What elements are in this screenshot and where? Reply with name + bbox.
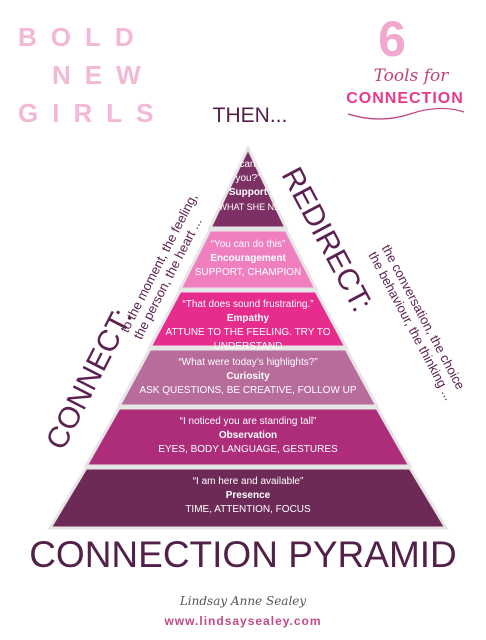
then-label: THEN... <box>212 104 288 127</box>
pyramid-tier-curiosity <box>116 347 380 408</box>
tools-number: 6 <box>378 11 406 67</box>
tier-empathy-text: “That does sound frustrating.” Empathy A… <box>138 298 358 354</box>
tier-empathy-title: Empathy <box>226 313 270 324</box>
pyramid-tier-presence <box>47 466 449 530</box>
tier-empathy-quote: “That does sound frustrating.” <box>182 299 314 310</box>
tier-presence-desc: TIME, ATTENTION, FOCUS <box>185 504 311 515</box>
brand-logo-text: BOLD NEW GIRLS <box>18 18 178 132</box>
tier-support-quote: “How can I help you?” <box>213 159 283 184</box>
tier-support-desc: ASK WHAT SHE NEEDS <box>198 202 299 212</box>
connection-word: CONNECTION <box>346 90 464 107</box>
pyramid-title: CONNECTION PYRAMID <box>29 534 457 575</box>
tier-observation-desc: EYES, BODY LANGUAGE, GESTURES <box>158 444 338 455</box>
tier-presence-text: “I am here and available” Presence TIME,… <box>98 475 398 517</box>
tier-curiosity-title: Curiosity <box>226 371 270 382</box>
tier-empathy-desc: ATTUNE TO THE FEELING. TRY TO UNDERSTAND <box>165 327 331 352</box>
pyramid-tier-encouragement <box>177 228 319 291</box>
brand-line-1: BOLD <box>18 22 148 52</box>
author-signature: Lindsay Anne Sealey <box>179 594 307 608</box>
tier-curiosity-desc: ASK QUESTIONS, BE CREATIVE, FOLLOW UP <box>139 385 357 396</box>
tier-observation-quote: “I noticed you are standing tall” <box>179 416 317 427</box>
brand-line-3: GIRLS <box>18 98 168 128</box>
tier-encouragement-desc: SUPPORT, CHAMPION <box>194 267 302 278</box>
tier-encouragement-text: “You can do this” Encouragement SUPPORT,… <box>168 238 328 280</box>
pyramid-tier-observation <box>83 406 413 468</box>
tier-presence-quote: “I am here and available” <box>192 476 304 487</box>
pyramid-tier-empathy <box>147 289 349 349</box>
tier-support-title: Support <box>228 187 268 198</box>
tier-curiosity-text: “What were today’s highlights?” Curiosit… <box>118 356 378 398</box>
tier-observation-title: Observation <box>218 430 278 441</box>
website-link[interactable]: www.lindsaysealey.com <box>164 614 322 628</box>
tier-encouragement-title: Encouragement <box>210 253 286 264</box>
tier-support-text: “How can I help you?” Support ASK WHAT S… <box>198 158 299 214</box>
tools-for-text: Tools for <box>373 66 449 86</box>
brand-line-2: NEW <box>52 60 155 90</box>
tier-presence-title: Presence <box>225 490 271 501</box>
pyramid-tier-support <box>207 144 289 230</box>
swash-decoration <box>347 107 465 120</box>
tier-encouragement-quote: “You can do this” <box>210 239 286 250</box>
tier-curiosity-quote: “What were today’s highlights?” <box>178 357 318 368</box>
tier-observation-text: “I noticed you are standing tall” Observ… <box>98 415 398 457</box>
